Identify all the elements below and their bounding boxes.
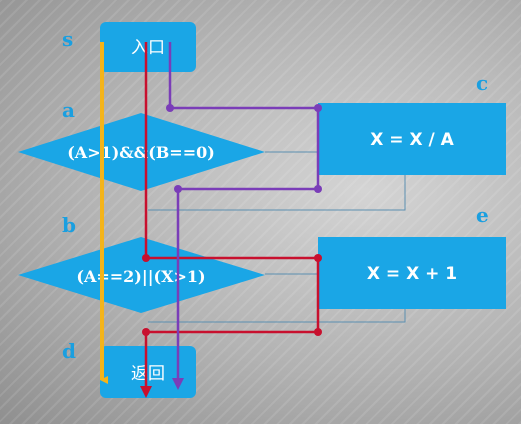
process-e-label: X = X + 1 xyxy=(367,264,457,284)
node-letter-c: c xyxy=(476,71,488,95)
exit-label: 返回 xyxy=(131,364,165,384)
node-letter-e: e xyxy=(476,203,489,227)
decision-a-label: (A>1)&&(B==0) xyxy=(67,143,215,162)
node-letter-b: b xyxy=(62,213,76,237)
decision-b-node xyxy=(18,237,265,313)
path-red xyxy=(140,42,322,398)
thin-connectors xyxy=(148,151,406,323)
decision-a-node xyxy=(18,113,265,191)
process-c-label: X = X / A xyxy=(370,130,454,150)
thin-line-c-return xyxy=(148,170,406,211)
node-letter-s: s xyxy=(62,27,73,51)
process-c-node xyxy=(318,103,506,175)
entry-node xyxy=(100,22,196,72)
node-letter-d: d xyxy=(62,339,76,363)
thin-line-e-return xyxy=(148,305,406,323)
decision-b-label: (A==2)||(X>1) xyxy=(76,267,205,286)
process-e-node xyxy=(318,237,506,309)
path-purple xyxy=(166,42,322,390)
exit-node xyxy=(100,346,196,398)
entry-label: 入口 xyxy=(131,38,165,58)
node-letter-a: a xyxy=(62,98,75,122)
